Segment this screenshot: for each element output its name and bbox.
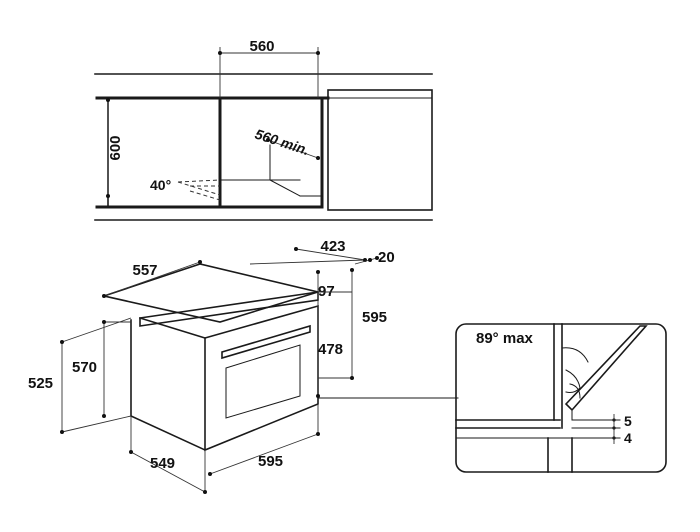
dimension-600-height: 600 — [106, 98, 124, 198]
label-89-max: 89° max — [476, 330, 534, 347]
label-20: 20 — [378, 249, 395, 266]
label-595-width: 595 — [258, 453, 283, 470]
dimension-595-width: 595 — [208, 404, 320, 476]
dimension-595-height: 595 — [318, 268, 387, 380]
label-549: 549 — [150, 455, 175, 472]
dimension-423: 423 — [249, 238, 367, 265]
dimension-570: 570 — [72, 320, 131, 418]
label-423: 423 — [320, 238, 345, 255]
dimension-557: 557 — [102, 260, 202, 298]
niche-top-view — [94, 73, 433, 221]
label-gap-5: 5 — [624, 413, 632, 429]
oven-3d-view — [102, 263, 322, 452]
label-560: 560 — [249, 38, 274, 55]
dimension-478: 478 — [316, 306, 343, 398]
label-gap-4: 4 — [624, 430, 632, 446]
label-600: 600 — [107, 135, 124, 160]
dimension-20: 20 — [354, 249, 395, 266]
label-570: 570 — [72, 359, 97, 376]
detail-box — [455, 323, 667, 473]
dimension-97: 97 — [316, 270, 335, 306]
label-557: 557 — [132, 262, 157, 279]
dimension-560-width: 560 — [218, 38, 320, 98]
dimension-525: 525 — [28, 317, 132, 434]
label-525: 525 — [28, 375, 53, 392]
label-560-min: 560 min. — [253, 126, 311, 159]
dimension-549: 549 — [129, 416, 207, 494]
dimension-560-min-depth: 560 min. — [253, 126, 320, 160]
label-595-height: 595 — [362, 309, 387, 326]
label-40-degrees: 40° — [150, 177, 171, 193]
label-97: 97 — [318, 283, 335, 300]
label-478: 478 — [318, 341, 343, 358]
